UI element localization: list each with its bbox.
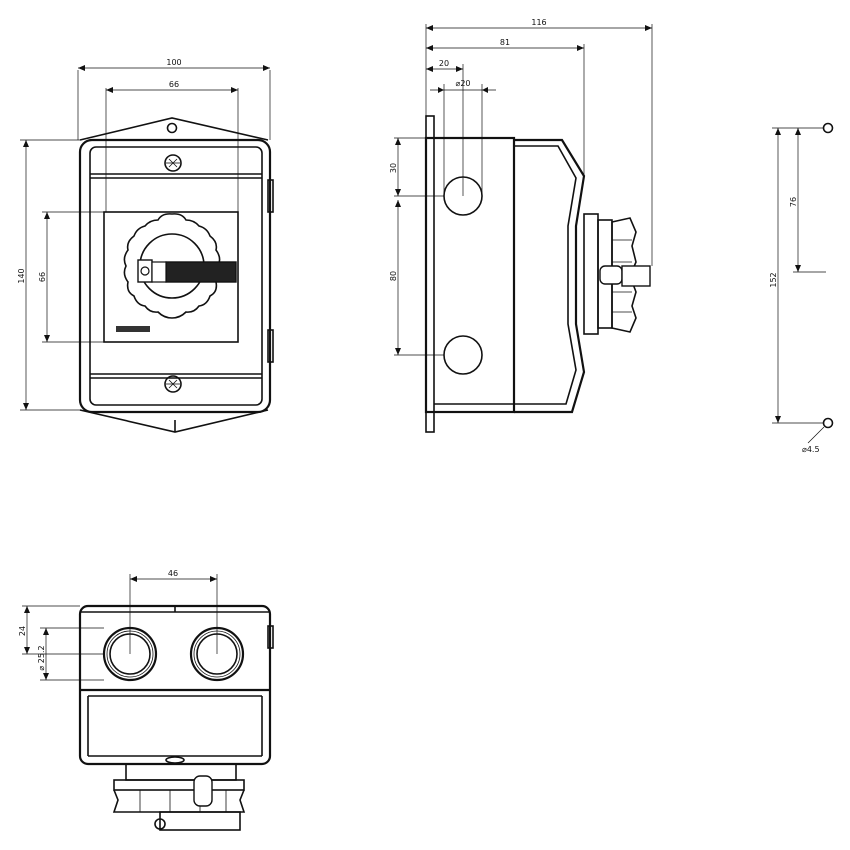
front-view: 100 66 140 66	[17, 58, 274, 433]
side-entry-hole-bottom	[443, 335, 483, 375]
dim-hole-top: 30	[389, 163, 398, 173]
side-view: 116 81 20 ⌀20 30 80	[389, 18, 653, 433]
dim-height-overall: 140	[17, 268, 26, 283]
bottom-view: 46 24 ⌀ 25.2	[18, 569, 274, 831]
dim-hole-offset: 20	[439, 59, 449, 68]
dim-mount-total: 152	[769, 272, 778, 287]
top-mount-lug	[79, 117, 269, 141]
cover-screw-top	[164, 154, 182, 172]
dim-gland-diameter: ⌀ 25.2	[37, 645, 46, 670]
dim-gland-spacing: 46	[168, 569, 178, 578]
dim-depth-total: 116	[531, 18, 546, 27]
knob-handle	[165, 261, 237, 283]
dim-height-knob: 66	[38, 272, 47, 282]
enclosure-body	[78, 138, 272, 414]
side-body	[424, 136, 516, 414]
top-mount-hole	[166, 122, 178, 134]
mounting-view: 152 76 ⌀4.5	[769, 122, 834, 454]
dim-depth-body: 81	[500, 38, 510, 47]
dim-gland-edge: 24	[18, 626, 27, 636]
bottom-knob-face	[159, 811, 241, 831]
dim-width-knob: 66	[169, 80, 179, 89]
side-mount-plate	[425, 115, 435, 433]
bottom-knob-base	[125, 763, 237, 781]
legend-plate	[116, 326, 150, 332]
mount-hole-top	[822, 122, 834, 134]
side-knob-base	[583, 213, 599, 335]
bottom-body	[78, 604, 272, 766]
cover-screw-bottom	[164, 375, 182, 393]
bottom-mount-lug	[79, 409, 269, 433]
mount-hole-bottom	[822, 417, 834, 429]
dim-mount-hole-dia: ⌀4.5	[802, 445, 820, 454]
label-plate	[103, 211, 239, 343]
side-knob-handle	[599, 265, 623, 285]
side-cover	[514, 138, 586, 414]
bottom-knob-handle	[193, 775, 213, 807]
dim-hole-spacing: 80	[389, 271, 398, 281]
dim-mount-half: 76	[789, 197, 798, 207]
dim-hole-diameter: ⌀20	[456, 79, 471, 88]
dim-width-overall: 100	[166, 58, 181, 67]
